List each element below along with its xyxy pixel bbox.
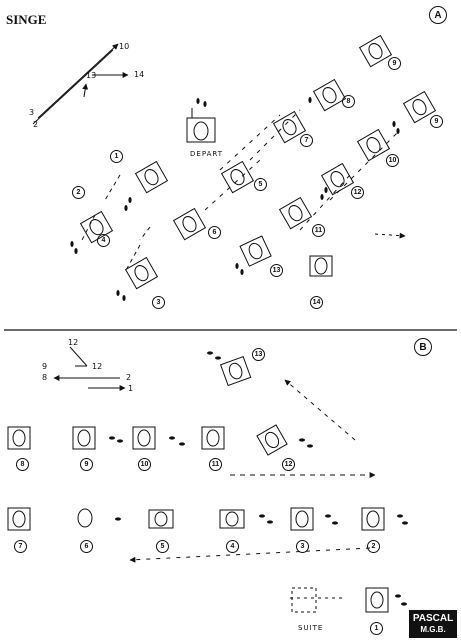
step-number: 8 bbox=[16, 458, 29, 471]
step-number: 9 bbox=[430, 115, 443, 128]
step-number: 12 bbox=[351, 186, 364, 199]
compass-label: 2 bbox=[126, 373, 132, 382]
figure bbox=[132, 426, 156, 450]
figure bbox=[124, 256, 159, 290]
section-a-marker: A bbox=[429, 6, 447, 24]
compass-label: 14 bbox=[134, 70, 145, 79]
figure bbox=[219, 509, 245, 529]
direction-arrow bbox=[82, 83, 89, 98]
figure bbox=[256, 424, 288, 456]
figure bbox=[239, 235, 272, 267]
step-number: 10 bbox=[138, 458, 151, 471]
step-number: 10 bbox=[386, 154, 399, 167]
step-number: 4 bbox=[226, 540, 239, 553]
figure bbox=[72, 426, 96, 450]
figure bbox=[356, 128, 391, 162]
figure bbox=[365, 587, 389, 613]
step-number: 1 bbox=[370, 622, 383, 635]
continue-label: SUITE bbox=[298, 624, 324, 632]
logo-line1: PASCAL bbox=[412, 613, 454, 624]
figure bbox=[7, 507, 31, 531]
compass-label: 8 bbox=[42, 373, 48, 382]
step-number: 3 bbox=[152, 296, 165, 309]
compass-label: 3 bbox=[29, 108, 35, 117]
compass-label: 12 bbox=[92, 362, 103, 371]
path-arrow bbox=[129, 547, 371, 563]
path-dashes bbox=[299, 129, 401, 231]
figure bbox=[220, 160, 255, 194]
path-dashes bbox=[204, 109, 301, 211]
step-number: 11 bbox=[312, 224, 325, 237]
figure bbox=[312, 78, 347, 112]
page-title: SINGE bbox=[6, 12, 47, 27]
direction-arrow bbox=[37, 43, 119, 119]
step-number: 13 bbox=[252, 348, 265, 361]
logo: PASCAL M.G.B. bbox=[409, 610, 457, 638]
step-number: 12 bbox=[282, 458, 295, 471]
compass-label: 10 bbox=[119, 42, 130, 51]
step-number: 6 bbox=[80, 540, 93, 553]
figure bbox=[290, 507, 314, 531]
direction-line bbox=[32, 49, 114, 125]
step-number: 13 bbox=[270, 264, 283, 277]
step-number: 5 bbox=[156, 540, 169, 553]
figure bbox=[172, 207, 207, 241]
step-number: 9 bbox=[80, 458, 93, 471]
figure bbox=[402, 90, 437, 124]
path-arrow bbox=[374, 232, 406, 239]
figure bbox=[77, 508, 93, 528]
compass-label: 2 bbox=[33, 120, 39, 129]
figure bbox=[201, 426, 225, 450]
step-number: 14 bbox=[310, 296, 323, 309]
step-number: 2 bbox=[367, 540, 380, 553]
figure-start bbox=[186, 108, 216, 143]
compass-label: 9 bbox=[42, 362, 48, 371]
start-label: DEPART bbox=[190, 150, 224, 158]
section-b-marker: B bbox=[414, 338, 432, 356]
step-number: 8 bbox=[342, 95, 355, 108]
step-number: 7 bbox=[300, 134, 313, 147]
figure bbox=[320, 162, 355, 196]
figure bbox=[309, 255, 333, 277]
step-number: 7 bbox=[14, 540, 27, 553]
path-arrow bbox=[284, 379, 356, 441]
figure bbox=[7, 426, 31, 450]
figure bbox=[358, 34, 393, 68]
path-dashes bbox=[81, 174, 151, 273]
footprints bbox=[70, 97, 408, 606]
direction-line bbox=[69, 346, 88, 367]
figure bbox=[219, 355, 252, 387]
figure bbox=[361, 507, 385, 531]
step-number: 1 bbox=[110, 150, 123, 163]
figure bbox=[148, 509, 174, 529]
step-number: 2 bbox=[72, 186, 85, 199]
compass-label: 1 bbox=[128, 384, 134, 393]
step-number: 6 bbox=[208, 226, 221, 239]
compass-label: 13 bbox=[86, 71, 97, 80]
figure bbox=[278, 196, 313, 230]
figure bbox=[272, 110, 307, 144]
step-number: 4 bbox=[97, 234, 110, 247]
figure bbox=[291, 587, 317, 613]
step-number: 11 bbox=[209, 458, 222, 471]
step-number: 5 bbox=[254, 178, 267, 191]
step-number: 9 bbox=[388, 57, 401, 70]
logo-line2: M.G.B. bbox=[420, 625, 446, 634]
compass-label: 12 bbox=[68, 338, 79, 347]
figure bbox=[134, 160, 169, 194]
step-number: 3 bbox=[296, 540, 309, 553]
